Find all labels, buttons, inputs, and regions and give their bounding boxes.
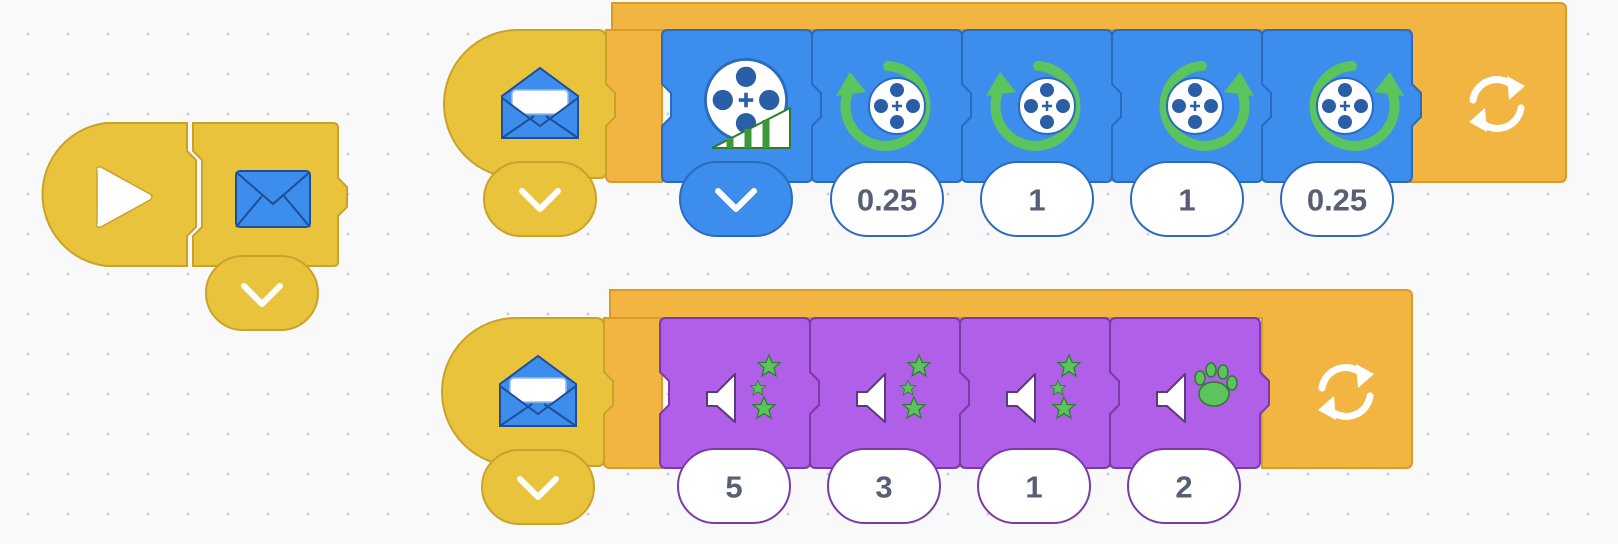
spin-right-icon [1309,61,1404,151]
message-dropdown[interactable] [483,161,597,237]
sound-count-value: 2 [1175,470,1192,505]
rotation-input[interactable]: 1 [1130,161,1244,237]
sound-count-value: 1 [1025,470,1042,505]
rotation-value: 1 [1178,183,1195,218]
spin-right-block-2[interactable]: 0.25 [1261,29,1422,237]
sound-count-value: 5 [725,470,742,505]
spin-right-block-1[interactable]: 1 [1111,29,1272,237]
start-on-green-flag-block[interactable] [41,122,197,267]
green-flag-play-icon [95,166,153,228]
spin-left-block-2[interactable]: 1 [961,29,1122,237]
play-sound-block-4[interactable]: 2 [1109,317,1270,524]
script-main [41,122,348,331]
send-message-envelope-icon [235,170,311,228]
sound-count-value: 3 [875,470,892,505]
on-message-received-block[interactable] [443,29,616,237]
rotation-input[interactable]: 0.25 [1280,161,1394,237]
rotation-value: 0.25 [1307,183,1367,218]
sound-count-input[interactable]: 1 [977,448,1091,524]
spin-left-icon [836,61,931,151]
sound-count-input[interactable]: 3 [827,448,941,524]
sound-count-input[interactable]: 5 [677,448,791,524]
play-sound-block-1[interactable]: 5 [659,317,820,524]
rotation-value: 1 [1028,183,1045,218]
rotation-input[interactable]: 1 [980,161,1094,237]
set-speed-block[interactable] [661,29,822,237]
message-dropdown[interactable] [205,255,319,331]
message-dropdown[interactable] [481,449,595,525]
set-speed-icon [703,57,791,149]
spin-right-icon [1159,61,1254,151]
play-sound-animal-icon [1156,362,1238,423]
spin-left-icon [986,61,1081,151]
sound-count-input[interactable]: 2 [1127,448,1241,524]
spin-left-block-1[interactable]: 0.25 [811,29,972,237]
repeat-forever-block[interactable] [605,2,1567,183]
send-message-block[interactable] [192,122,348,331]
play-sound-block-2[interactable]: 3 [809,317,970,524]
script-sound: 5 3 [441,289,1413,525]
on-message-received-block[interactable] [441,317,614,525]
speed-dropdown[interactable] [679,161,793,237]
rotation-value: 0.25 [857,183,917,218]
rotation-input[interactable]: 0.25 [830,161,944,237]
play-sound-block-3[interactable]: 1 [959,317,1120,524]
script-motion: 0.25 1 1 [443,2,1567,237]
